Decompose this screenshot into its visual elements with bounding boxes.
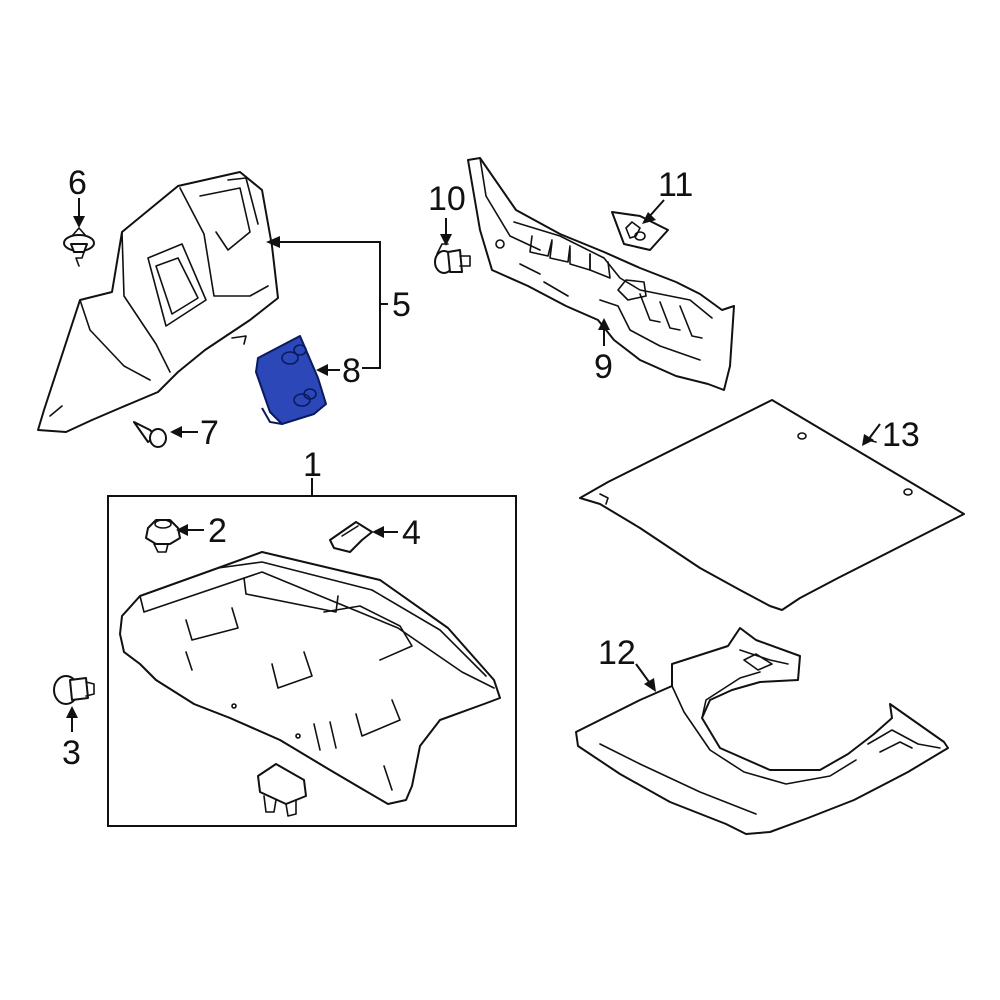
tray-bracket bbox=[257, 763, 307, 817]
package-tray-assembly bbox=[119, 551, 501, 805]
callout-4: 4 bbox=[402, 514, 421, 552]
callout-5: 5 bbox=[392, 286, 411, 324]
callout-2: 2 bbox=[208, 512, 227, 550]
push-pin-fastener-3 bbox=[53, 675, 95, 705]
callout-6: 6 bbox=[68, 164, 87, 202]
quarter-trim-panel bbox=[37, 171, 279, 433]
rivet-7 bbox=[133, 421, 167, 448]
callout-12: 12 bbox=[598, 634, 636, 672]
push-pin-fastener-6 bbox=[63, 227, 95, 267]
push-retainer-2 bbox=[145, 519, 181, 553]
callout-3: 3 bbox=[62, 734, 81, 772]
push-pin-fastener-10 bbox=[434, 243, 471, 274]
clip-4 bbox=[329, 521, 373, 553]
callout-11: 11 bbox=[658, 166, 693, 204]
trunk-floor-trim bbox=[575, 627, 949, 835]
callout-1: 1 bbox=[303, 446, 322, 484]
rear-sill-trim bbox=[467, 157, 735, 391]
callout-8: 8 bbox=[342, 352, 361, 390]
callout-13: 13 bbox=[882, 416, 920, 454]
clip-11 bbox=[611, 211, 669, 251]
callout-7: 7 bbox=[200, 414, 219, 452]
access-cover-highlighted bbox=[255, 335, 327, 425]
callout-9: 9 bbox=[594, 348, 613, 386]
callout-10: 10 bbox=[428, 180, 466, 218]
